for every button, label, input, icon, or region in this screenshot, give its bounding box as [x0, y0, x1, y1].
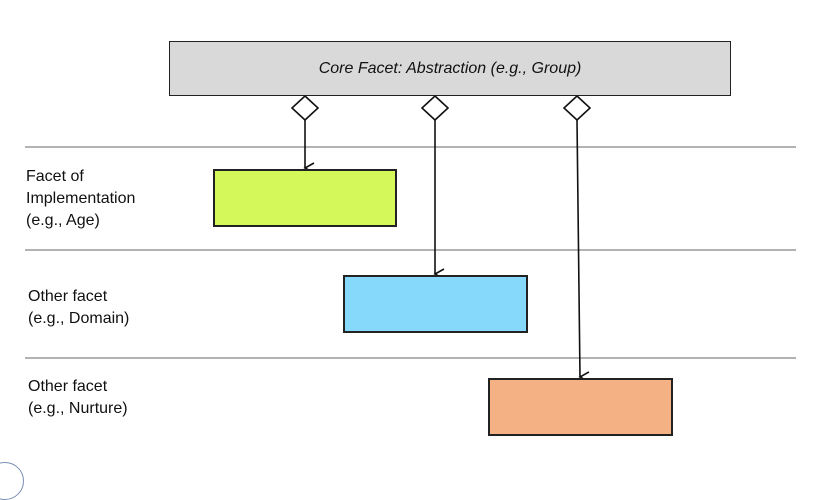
lane-label-domain: Other facet (e.g., Domain): [28, 286, 129, 330]
diagram-canvas: [25, 94, 796, 383]
lane-label-line: Other facet: [28, 288, 108, 305]
diamond-icon-2: [420, 94, 450, 122]
diamond-icon-1: [290, 94, 320, 122]
lane-label-line: Facet of: [26, 168, 84, 185]
implementation-facet-box: [213, 169, 397, 227]
lane-label-nurture: Other facet (e.g., Nurture): [28, 376, 128, 420]
connector-arrow-3: [576, 119, 590, 383]
lane-label-implementation: Facet of Implementation (e.g., Age): [26, 166, 135, 232]
lane-label-line: (e.g., Nurture): [28, 400, 128, 417]
domain-facet-box: [343, 275, 528, 333]
diamond-icon-3: [562, 94, 592, 122]
core-facet-box: Core Facet: Abstraction (e.g., Group): [169, 41, 731, 96]
lane-label-line: (e.g., Domain): [28, 310, 130, 327]
lane-label-line: Other facet: [28, 378, 108, 395]
lane-label-line: (e.g., Age): [26, 212, 100, 229]
lane-label-line: Implementation: [26, 190, 136, 207]
nurture-facet-box: [488, 378, 673, 436]
core-facet-label: Core Facet: Abstraction (e.g., Group): [318, 59, 582, 77]
facet-diagram: Core Facet: Abstraction (e.g., Group) Fa…: [0, 41, 796, 500]
